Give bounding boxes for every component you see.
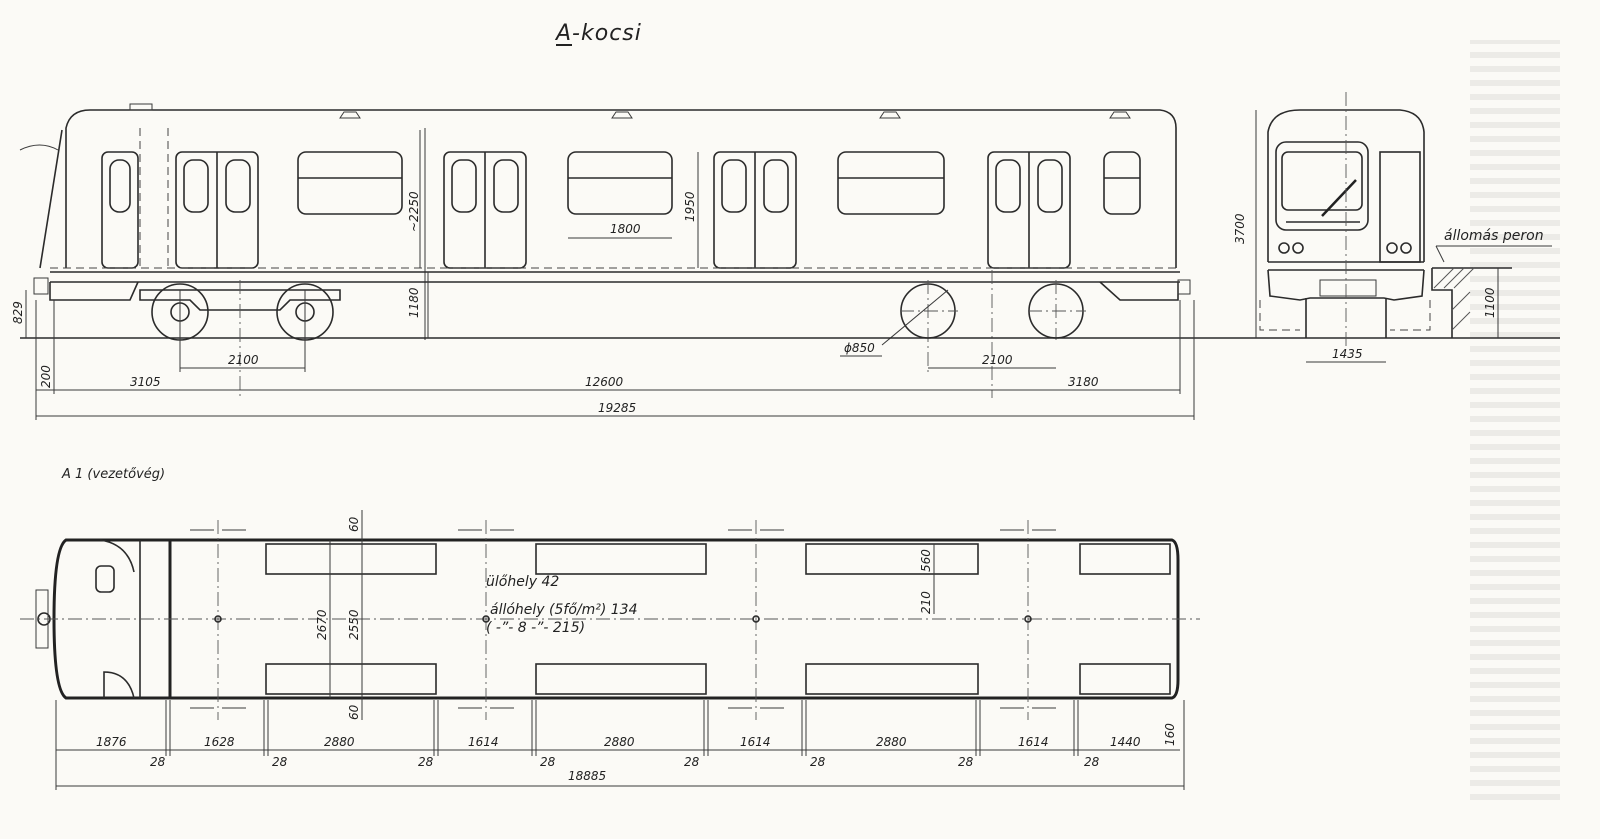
dim-front-to-bogie: 3105 — [130, 375, 161, 389]
standing-capacity-alt: ( -”- 8 -”- 215) — [486, 620, 585, 636]
dim-end-height: 3700 — [1233, 213, 1247, 244]
dim-gap: 28 — [810, 755, 826, 769]
windows — [297, 151, 1141, 215]
dim-wall-top: 60 — [347, 516, 361, 532]
door-1 — [175, 151, 259, 269]
dim-segment: 2880 — [324, 735, 355, 749]
platform-label: állomás peron — [1444, 228, 1544, 244]
door-4 — [987, 151, 1071, 269]
dim-gap: 28 — [272, 755, 288, 769]
door-cab — [101, 151, 139, 269]
door-2 — [443, 151, 527, 269]
end-view: 3700 1435 1100 állomás peron — [1233, 92, 1552, 363]
dim-window-width: 1800 — [610, 222, 641, 236]
standing-capacity: állóhely (5fő/m²) 134 — [490, 602, 638, 618]
dim-gap: 28 — [1084, 755, 1100, 769]
dim-bogie-wheelbase-left: 2100 — [228, 353, 259, 367]
bogie-right — [840, 270, 1086, 398]
dim-gauge: 1435 — [1332, 347, 1363, 361]
dim-segment: 1614 — [468, 735, 499, 749]
background-bleedthrough — [1470, 40, 1560, 800]
dim-gap: 28 — [684, 755, 700, 769]
dim-segment: 2880 — [876, 735, 907, 749]
dim-bogie-wheelbase-right: 2100 — [982, 353, 1013, 367]
dim-wall-bottom: 60 — [347, 704, 361, 720]
dim-door-height: ~2250 — [407, 191, 421, 232]
length-chain: 1876 1628 2880 1614 2880 1614 2880 1614 … — [96, 735, 1141, 769]
dim-segment: 1876 — [96, 735, 127, 749]
seats-capacity: ülőhely 42 — [486, 574, 559, 590]
drawing-title: A-kocsi — [554, 21, 642, 46]
dim-gap: 28 — [540, 755, 556, 769]
dim-segment: 1440 — [1110, 735, 1141, 749]
dim-wheel-diameter: ϕ850 — [844, 341, 875, 355]
dim-overall-length: 19285 — [598, 401, 636, 415]
dim-seat-depth: 560 — [919, 549, 933, 572]
dim-overhang: 200 — [39, 365, 53, 388]
dim-segment: 1614 — [1018, 735, 1049, 749]
dim-gap: 28 — [418, 755, 434, 769]
seats-top — [265, 543, 1171, 575]
dim-width-outer: 2670 — [315, 609, 329, 640]
dim-gap: 28 — [958, 755, 974, 769]
door-3 — [713, 151, 797, 269]
dim-end-offset: 160 — [1163, 723, 1177, 746]
plan-view-label: A 1 (vezetővég) — [61, 467, 165, 482]
dim-rear-to-bogie: 3180 — [1068, 375, 1099, 389]
dim-gap: 28 — [150, 755, 166, 769]
dim-plan-overall-length: 18885 — [568, 769, 606, 783]
dim-segment: 2880 — [604, 735, 635, 749]
dim-coupler-height: 829 — [11, 301, 25, 324]
dim-window-height: 1950 — [683, 191, 697, 222]
side-view: 2100 2100 3105 12600 3180 19285 1800 ϕ85… — [11, 103, 1560, 420]
dim-segment: 1628 — [204, 735, 235, 749]
plan-view: A 1 (vezetővég) — [20, 467, 1200, 790]
dim-platform-height: 1100 — [1483, 287, 1497, 318]
dim-width-inner: 2550 — [347, 609, 361, 640]
dim-bogie-centers: 12600 — [585, 375, 624, 389]
seats-bottom — [265, 663, 1171, 695]
dim-segment: 1614 — [740, 735, 771, 749]
dim-seat-offset: 210 — [919, 591, 933, 614]
dim-floor-height: 1180 — [407, 287, 421, 318]
